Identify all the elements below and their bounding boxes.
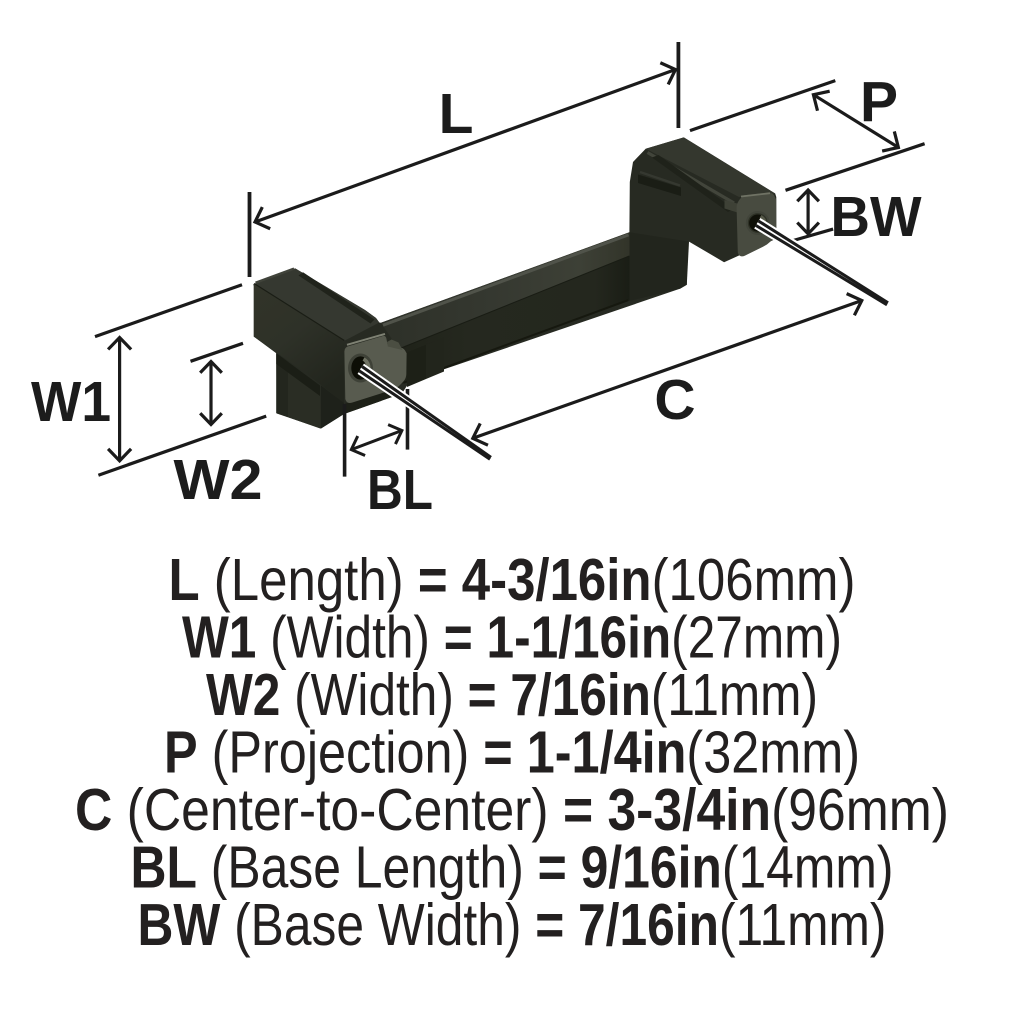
svg-text:P (Projection) = 1-1/4in(32mm): P (Projection) = 1-1/4in(32mm)	[164, 720, 860, 786]
svg-text:W1 (Width) = 1-1/16in(27mm): W1 (Width) = 1-1/16in(27mm)	[182, 605, 842, 671]
svg-text:L (Length) = 4-3/16in(106mm): L (Length) = 4-3/16in(106mm)	[169, 547, 856, 613]
svg-text:C: C	[654, 368, 695, 432]
svg-text:BW (Base Width) = 7/16in(11mm): BW (Base Width) = 7/16in(11mm)	[138, 892, 887, 958]
svg-text:P: P	[860, 70, 898, 134]
svg-text:W2 (Width) = 7/16in(11mm): W2 (Width) = 7/16in(11mm)	[206, 662, 818, 728]
svg-text:L: L	[439, 82, 474, 146]
svg-text:C (Center-to-Center) = 3-3/4in: C (Center-to-Center) = 3-3/4in(96mm)	[75, 777, 949, 843]
svg-text:BL (Base Length) = 9/16in(14mm: BL (Base Length) = 9/16in(14mm)	[131, 835, 894, 901]
svg-text:W1: W1	[31, 370, 111, 434]
svg-text:BW: BW	[831, 185, 922, 249]
svg-text:BL: BL	[367, 458, 433, 522]
svg-text:W2: W2	[174, 448, 263, 512]
